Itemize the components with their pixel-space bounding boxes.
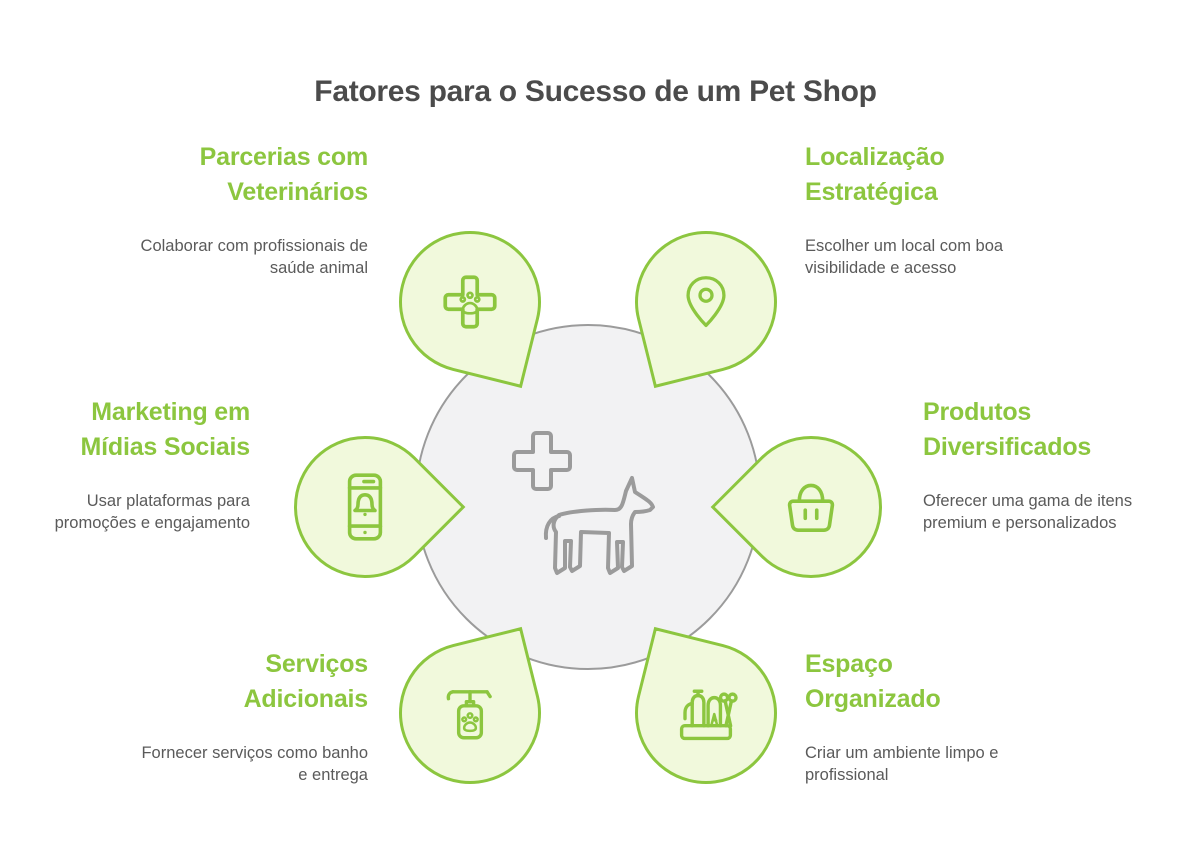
factor-servicos-adicionais: Serviços Adicionais Fornecer serviços co… xyxy=(128,647,368,786)
petal-marketing-midias-sociais xyxy=(264,406,466,608)
factor-title: Espaço Organizado xyxy=(805,650,941,713)
page-title: Fatores para o Sucesso de um Pet Shop xyxy=(314,75,877,108)
grooming-tools-icon xyxy=(671,681,741,745)
factor-title: Localização Estratégica xyxy=(805,143,945,206)
map-pin-icon xyxy=(675,271,737,333)
factor-localizacao-estrategica: Localização Estratégica Escolher um loca… xyxy=(805,140,1025,279)
petal-parcerias-veterinarios xyxy=(383,215,557,389)
factor-title: Serviços Adicionais xyxy=(243,650,369,713)
factor-title: Marketing em Mídias Sociais xyxy=(80,398,251,461)
factor-description: Oferecer uma gama de itens premium e per… xyxy=(923,492,1133,532)
petal-localizacao-estrategica xyxy=(619,215,793,389)
center-circle xyxy=(415,324,761,670)
factor-espaco-organizado: Espaço Organizado Criar um ambiente limp… xyxy=(805,647,1025,786)
plus-cross-icon xyxy=(512,431,572,491)
factor-description: Fornecer serviços como banho e entrega xyxy=(141,744,368,784)
petal-produtos-diversificados xyxy=(710,406,912,608)
factor-title: Produtos Diversificados xyxy=(923,398,1092,461)
factor-description: Escolher um local com boa visibilidade e… xyxy=(805,237,1004,277)
petal-espaco-organizado xyxy=(619,626,793,800)
center-illustration xyxy=(512,431,655,575)
vet-cross-paw-icon xyxy=(437,269,503,335)
factor-parcerias-veterinarios: Parcerias com Veterinários Colaborar com… xyxy=(118,140,369,279)
shampoo-bottle-paw-icon xyxy=(439,680,501,746)
dog-icon xyxy=(543,476,655,575)
factor-produtos-diversificados: Produtos Diversificados Oferecer uma gam… xyxy=(923,395,1155,534)
factor-description: Usar plataformas para promoções e engaja… xyxy=(54,492,250,532)
phone-notification-icon xyxy=(333,472,397,542)
factor-title: Parcerias com Veterinários xyxy=(199,143,369,206)
shopping-basket-icon xyxy=(777,474,845,540)
factor-description: Criar um ambiente limpo e profissional xyxy=(805,744,999,784)
petal-servicos-adicionais xyxy=(383,626,557,800)
factor-marketing-midias-sociais: Marketing em Mídias Sociais Usar platafo… xyxy=(40,395,251,534)
factor-description: Colaborar com profissionais de saúde ani… xyxy=(140,237,368,277)
